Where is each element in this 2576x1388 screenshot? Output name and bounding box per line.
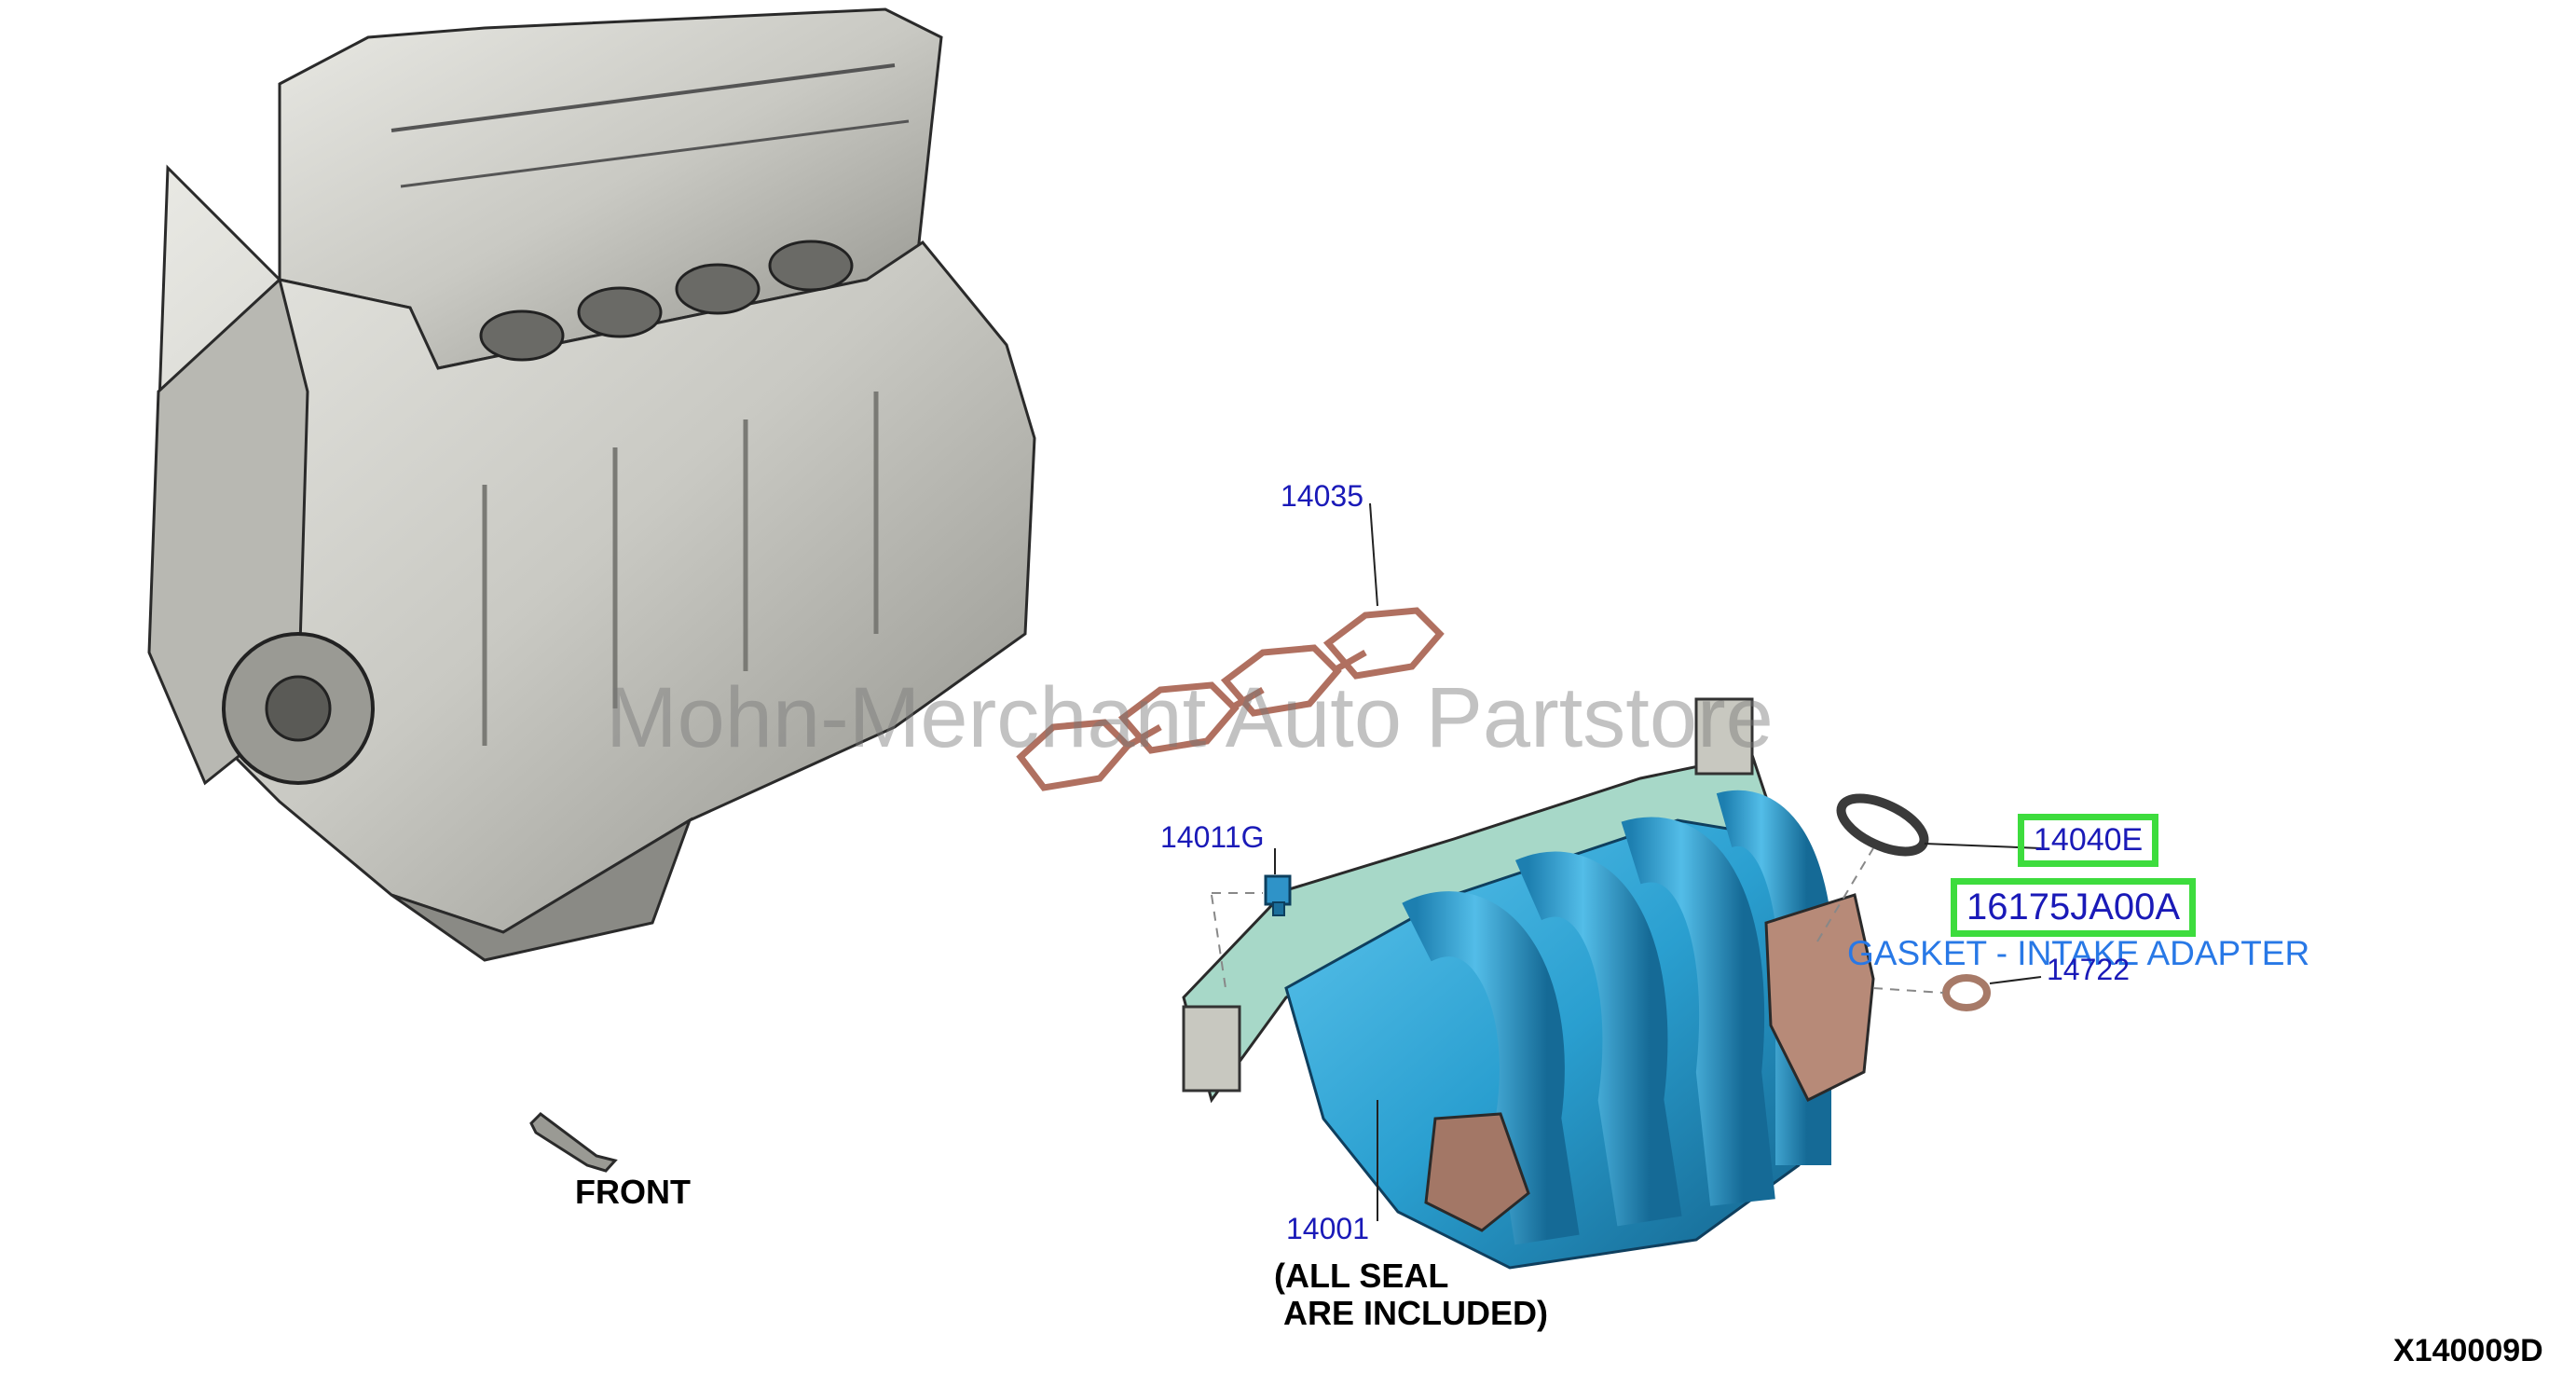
part-label-14040e: 14040E	[2018, 814, 2159, 867]
diagram-code: X140009D	[2393, 1333, 2543, 1368]
gasket-14040e	[1836, 793, 1929, 857]
note-line-2: ARE INCLUDED)	[1283, 1294, 1548, 1332]
leader-14035	[1369, 502, 1378, 607]
intake-manifold-gasket	[1016, 607, 1445, 791]
front-label: FRONT	[575, 1173, 691, 1211]
intake-manifold	[1182, 697, 1875, 1270]
part-label-14011g: 14011G	[1160, 820, 1265, 854]
bolt-14011g	[1264, 874, 1292, 916]
note-line-1: (ALL SEAL	[1274, 1257, 1449, 1295]
watermark: Mohn-Merchant Auto Partstore	[606, 670, 1774, 765]
front-arrow-icon	[529, 1112, 618, 1173]
part-label-14035: 14035	[1281, 479, 1363, 513]
part-label-14001: 14001	[1286, 1212, 1369, 1245]
part-description: GASKET - INTAKE ADAPTER	[1847, 934, 2310, 972]
part-label-14722: 14722	[2047, 953, 2130, 986]
engine-block	[147, 7, 1036, 962]
seal-14722	[1942, 974, 1991, 1011]
part-label-16175ja00a: 16175JA00A	[1951, 878, 2197, 937]
